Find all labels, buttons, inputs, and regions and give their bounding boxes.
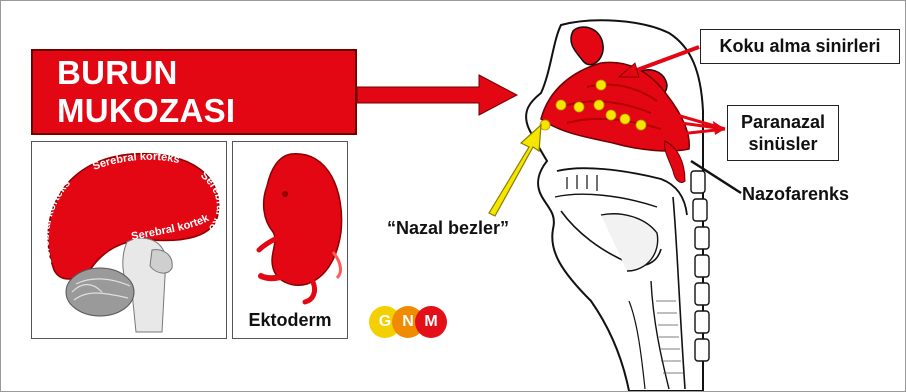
main-arrow	[357, 75, 517, 115]
nasal-glands-label: “Nazal bezler”	[387, 218, 509, 239]
paranasal-line-2: sinüsler	[728, 133, 838, 155]
gnm-logo: G N M	[369, 306, 465, 340]
paranasal-line-1: Paranazal	[728, 111, 838, 133]
paranasal-sinuses-label: Paranazal sinüsler	[727, 105, 839, 161]
gland-arrow	[489, 125, 541, 216]
nasopharynx-label: Nazofarenks	[742, 184, 849, 205]
logo-letter-m: M	[415, 306, 447, 338]
olfactory-nerves-label: Koku alma sinirleri	[700, 29, 900, 64]
